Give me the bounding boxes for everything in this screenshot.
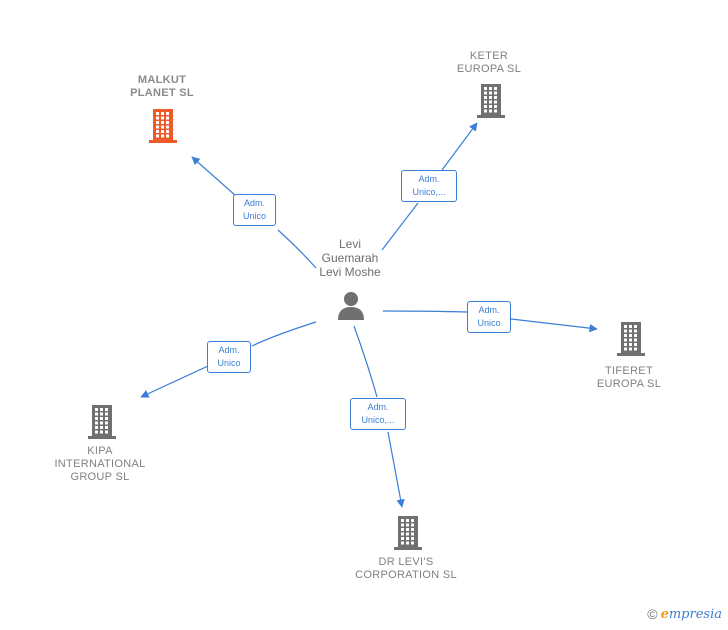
company-name-line: KIPA bbox=[87, 445, 113, 457]
edge-malkut bbox=[192, 157, 317, 269]
edge-tiferet bbox=[382, 310, 597, 329]
edge-label-keter[interactable]: Adm. Unico,... bbox=[401, 170, 457, 202]
edge-label-line: Unico bbox=[477, 318, 501, 328]
company-name-line: DR LEVI'S bbox=[378, 556, 434, 568]
empresia-logo-text: mpresia bbox=[668, 606, 722, 622]
company-name-line: PLANET SL bbox=[130, 87, 194, 99]
person-icon[interactable] bbox=[336, 290, 366, 320]
company-label-drlevis[interactable]: DR LEVI'S CORPORATION SL bbox=[355, 556, 457, 582]
company-label-kipa[interactable]: KIPA INTERNATIONAL GROUP SL bbox=[54, 445, 145, 484]
edge-label-line: Unico,... bbox=[412, 187, 446, 197]
copyright-symbol: © bbox=[647, 606, 658, 622]
person-name[interactable]: Levi Guemarah Levi Moshe bbox=[319, 237, 380, 279]
edge-label-tiferet[interactable]: Adm. Unico bbox=[467, 301, 511, 333]
edge-keter bbox=[381, 123, 477, 251]
company-name-line: INTERNATIONAL bbox=[54, 458, 146, 470]
empresia-logo[interactable]: empresia bbox=[661, 607, 722, 622]
company-label-malkut[interactable]: MALKUT PLANET SL bbox=[130, 74, 194, 100]
building-icon[interactable] bbox=[147, 108, 179, 144]
edge-kipa bbox=[141, 321, 317, 397]
building-icon[interactable] bbox=[392, 515, 424, 551]
person-name-line: Guemarah bbox=[321, 251, 379, 265]
building-icon[interactable] bbox=[475, 83, 507, 119]
company-name-line: TIFERET bbox=[605, 365, 653, 377]
edge-drlevis bbox=[353, 325, 402, 507]
company-name-line: EUROPA SL bbox=[596, 378, 662, 390]
edge-label-line: Adm. bbox=[418, 174, 440, 184]
edge-label-line: Unico bbox=[242, 211, 266, 221]
edge-label-line: Adm. bbox=[367, 402, 389, 412]
company-name-line: KETER bbox=[469, 50, 509, 62]
edge-label-line: Adm. bbox=[243, 198, 265, 208]
company-name-line: EUROPA SL bbox=[456, 63, 522, 75]
company-name-line: MALKUT bbox=[137, 74, 187, 86]
person-name-line: Levi bbox=[338, 237, 361, 251]
company-name-line: GROUP SL bbox=[70, 471, 130, 483]
company-label-tiferet[interactable]: TIFERET EUROPA SL bbox=[597, 365, 661, 391]
edge-label-kipa[interactable]: Adm. Unico bbox=[207, 341, 251, 373]
edge-label-line: Adm. bbox=[478, 305, 500, 315]
building-icon[interactable] bbox=[615, 321, 647, 357]
edge-label-drlevis[interactable]: Adm. Unico,... bbox=[350, 398, 406, 430]
edge-label-line: Adm. bbox=[218, 345, 240, 355]
building-icon[interactable] bbox=[86, 404, 118, 440]
edge-label-line: Unico bbox=[217, 358, 241, 368]
company-label-keter[interactable]: KETER EUROPA SL bbox=[457, 50, 521, 76]
company-name-line: CORPORATION SL bbox=[355, 569, 457, 581]
footer-credit: © empresia bbox=[647, 606, 722, 622]
edge-label-line: Unico,... bbox=[361, 415, 395, 425]
empresia-logo-initial: e bbox=[660, 606, 669, 622]
edge-label-malkut[interactable]: Adm. Unico bbox=[233, 194, 276, 226]
person-name-line: Levi Moshe bbox=[319, 265, 381, 279]
